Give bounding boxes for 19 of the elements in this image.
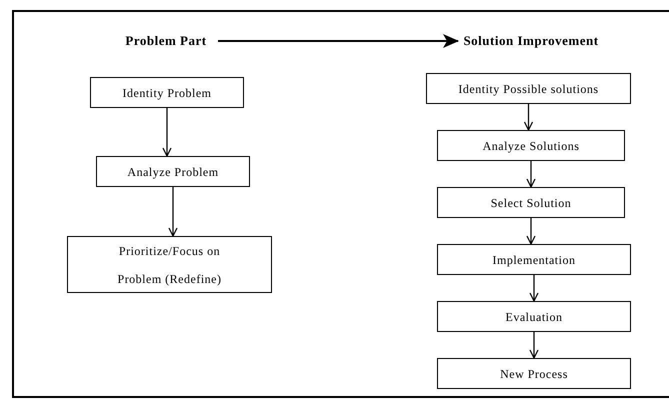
arrow	[526, 161, 536, 188]
step-label: Prioritize/Focus on Problem (Redefine)	[116, 242, 222, 288]
step-label: Analyze Solutions	[482, 138, 580, 155]
arrow	[529, 332, 539, 359]
arrow	[524, 104, 534, 131]
step-label: New Process	[500, 366, 568, 382]
step-label: Implementation	[492, 252, 576, 268]
step-label: Evaluation	[506, 308, 562, 326]
step-label: Identity Problem	[122, 84, 212, 102]
arrow	[218, 34, 459, 48]
arrow	[526, 218, 536, 245]
column-heading: Solution Improvement	[463, 32, 599, 50]
arrow	[529, 275, 539, 302]
step-label: Select Solution	[490, 194, 572, 212]
arrow	[168, 187, 178, 237]
step-label: Analyze Problem	[127, 164, 219, 181]
column-heading: Problem Part	[125, 32, 207, 50]
step-label: Identity Possible solutions	[458, 80, 599, 98]
arrow	[162, 108, 172, 157]
